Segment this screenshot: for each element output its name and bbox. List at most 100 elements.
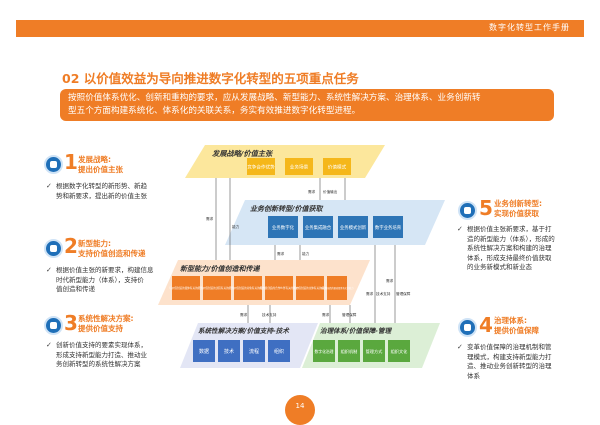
governance-box <box>338 340 360 362</box>
governance-icon <box>458 318 477 337</box>
capability-boxes: 与价值创造的载体有关的能力 与价值创造的过程有关的能力 与价值创造的对象有关的能… <box>169 276 353 300</box>
capability-box <box>327 276 347 300</box>
solution-box-label: 数据 <box>199 348 209 355</box>
solution-box-label: 组织 <box>274 348 284 355</box>
governance-box <box>388 340 410 362</box>
business-box <box>268 216 298 238</box>
strategy-box <box>323 158 351 175</box>
arrow-label: 需求 <box>240 312 248 317</box>
solution-box <box>218 340 240 362</box>
strategy-box-label: 价值模式 <box>328 164 347 171</box>
capability-label: 新型能力/价值创造和传递 <box>180 264 261 273</box>
capability-box <box>203 276 231 300</box>
business-icon <box>458 201 477 220</box>
business-box <box>373 216 403 238</box>
item-5-number: 5 <box>479 196 493 220</box>
check-icon: ✓ <box>46 182 52 190</box>
solution-box <box>268 340 290 362</box>
strategy-box <box>247 158 275 175</box>
business-box <box>303 216 333 238</box>
strategy-boxes: 竞争合作优势 业务场景 价值模式 <box>247 158 351 175</box>
item-1-number: 1 <box>64 150 78 174</box>
solution-label: 系统性解决方案/价值支持-技术 <box>198 327 290 335</box>
governance-box <box>363 340 385 362</box>
item-3-title: 系统性解决方案:提供价值支持 <box>78 314 134 333</box>
check-icon: ✓ <box>46 266 52 274</box>
capability-box-label: 与价值创造的载体有关的能力 <box>169 286 203 290</box>
capability-box-label: 与价值创造的合作伙伴有关的能力 <box>260 286 299 290</box>
arrow-label: 能力 <box>302 251 310 256</box>
capability-box-label: 与价值创造的过程有关的能力 <box>200 286 234 290</box>
solution-box-label: 技术 <box>224 348 234 355</box>
connector-labels: 需求 价值输出 能力 需求 需求 需求 能力 技术支持 需求 技术支持 需求 管… <box>206 189 411 317</box>
check-icon: ✓ <box>46 341 52 349</box>
strategy-box-label: 业务场景 <box>290 164 309 171</box>
solution-box <box>243 340 265 362</box>
capability-box <box>265 276 293 300</box>
section-title: 02 以价值效益为导向推进数字化转型的五项重点任务 <box>62 71 359 86</box>
capability-box <box>172 276 200 300</box>
solution-box-label: 流程 <box>249 348 259 355</box>
business-label: 业务创新转型/价值获取 <box>250 204 324 213</box>
item-5-desc: 根据价值主张新要求，基于打造的新型能力（体系），形成的系统性解决方案和构建的治理… <box>467 225 555 271</box>
capability-box-label: 与价值创造的主体有关的能力 <box>293 286 327 290</box>
check-icon: ✓ <box>457 343 463 351</box>
item-2-desc: 根据价值主张的新要求，构建信息时代新型能力（体系），支持价值创造和传递 <box>56 266 154 293</box>
arrow-label: 管理保障 <box>396 291 411 296</box>
governance-box <box>313 340 335 362</box>
arrow-label: 需求 <box>322 312 330 317</box>
item-1-title: 发展战略:提出价值主张 <box>78 155 123 174</box>
arrow-label: 能力 <box>232 224 240 229</box>
item-1-desc: 根据数字化转型的新形势、新趋势和新要求，提出新的价值主张 <box>56 182 147 200</box>
item-2-number: 2 <box>64 234 78 258</box>
arrow-label: 需求 <box>386 278 394 283</box>
header-title: 数字化转型工作手册 <box>489 23 570 32</box>
intro-box: 按照价值体系优化、创新和重构的要求，应从发展战略、新型能力、系统性解决方案、治理… <box>60 89 554 121</box>
capability-box <box>234 276 262 300</box>
arrow-label: 技术支持 <box>376 291 391 296</box>
solution-box <box>193 340 215 362</box>
arrow-label: 管理保障 <box>342 312 357 317</box>
arrow-label: 需求 <box>277 251 285 256</box>
business-boxes: 业务数字化 业务集成融合 业务模式创新 数字业务培育 <box>268 216 403 238</box>
header-bar: 数字化转型工作手册 <box>16 20 584 37</box>
intro-line-1: 按照价值体系优化、创新和重构的要求，应从发展战略、新型能力、系统性解决方案、治理… <box>68 93 481 103</box>
governance-boxes: 数字化治理 组织机制 管理方式 组织文化 <box>313 340 410 362</box>
business-box <box>338 216 368 238</box>
capability-box <box>296 276 324 300</box>
arrow-label: 需求 <box>366 291 374 296</box>
check-icon: ✓ <box>457 225 463 233</box>
capability-box-label: 与价值创造的驱动要素有关的能力 <box>321 286 354 290</box>
item-3-desc: 创新价值支持的要素实现体系，形成支持新型能力打造、推动业务创新转型的系统性解决方… <box>56 341 147 368</box>
arrow-label: 价值输出 <box>323 189 338 194</box>
strategy-label: 发展战略/价值主张 <box>212 149 274 158</box>
arrow-label: 需求 <box>308 189 316 194</box>
item-4-number: 4 <box>479 313 493 337</box>
business-box-label: 数字业务培育 <box>375 224 402 231</box>
governance-box-label: 数字化治理 <box>315 349 334 354</box>
solution-boxes: 数据 技术 流程 组织 <box>193 340 290 362</box>
strategy-icon <box>44 155 63 174</box>
strategy-box-label: 竞争合作优势 <box>247 164 275 171</box>
item-5-title: 业务创新转型:实现价值获取 <box>494 199 542 218</box>
intro-line-2: 型五个方面构建系统化、体系化的关联关系，务实有效推进数字化转型进程。 <box>68 106 361 116</box>
business-box-label: 业务集成融合 <box>305 224 332 231</box>
governance-box-label: 组织机制 <box>341 348 358 355</box>
item-4-desc: 变革价值保障的治理机制和管理模式，构建支持新型能力打造、推动业务创新转型的治理体… <box>467 343 552 380</box>
solution-icon <box>44 316 63 335</box>
arrow-label: 需求 <box>206 216 214 221</box>
governance-box-label: 管理方式 <box>366 348 384 355</box>
item-2-title: 新型能力:支持价值创造和传递 <box>78 239 146 258</box>
strategy-box <box>285 158 313 175</box>
connector-lines <box>215 178 396 323</box>
arrow-label: 技术支持 <box>262 312 277 317</box>
capability-icon <box>44 239 63 258</box>
page-number: 14 <box>285 395 315 425</box>
item-3-number: 3 <box>64 311 78 335</box>
business-box-label: 业务数字化 <box>272 224 295 231</box>
business-box-label: 业务模式创新 <box>340 224 367 231</box>
governance-label: 治理体系/价值保障-管理 <box>320 327 392 335</box>
capability-box-label: 与价值创造的对象有关的能力 <box>231 286 265 290</box>
governance-box-label: 组织文化 <box>391 348 409 355</box>
